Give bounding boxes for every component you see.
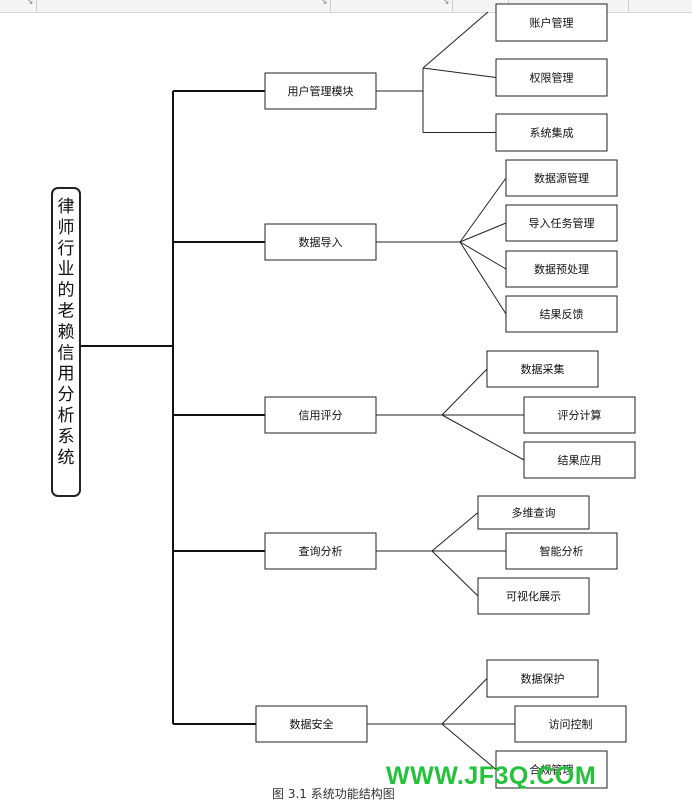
leaf-node: 访问控制 xyxy=(514,705,627,743)
leaf-box xyxy=(486,350,599,388)
leaf-node: 数据源管理 xyxy=(505,159,618,197)
leaf-node: 导入任务管理 xyxy=(505,204,618,242)
fan-line xyxy=(422,11,489,69)
leaf-box xyxy=(523,396,636,434)
leaf-label: 数据保护 xyxy=(521,672,565,686)
leaf-box xyxy=(514,705,627,743)
leaf-node: 合规管理 xyxy=(495,750,608,789)
leaf-box xyxy=(495,58,608,97)
branch-node: 数据安全 xyxy=(255,705,368,743)
leaf-label: 数据采集 xyxy=(521,362,565,376)
leaf-box xyxy=(477,577,590,615)
leaf-box xyxy=(495,113,608,152)
leaf-box xyxy=(495,750,608,789)
ruler-divider xyxy=(330,0,331,12)
fan-line xyxy=(441,414,525,461)
leaf-box xyxy=(505,532,618,570)
leaf-box xyxy=(486,659,599,698)
ruler-divider xyxy=(628,0,629,12)
fan-line xyxy=(431,550,479,597)
branch-label: 查询分析 xyxy=(299,544,343,558)
branch-node: 用户管理模块 xyxy=(264,72,377,110)
branch-node: 数据导入 xyxy=(264,223,377,261)
leaf-label: 多维查询 xyxy=(512,506,556,520)
leaf-label: 评分计算 xyxy=(558,408,602,422)
leaf-label: 权限管理 xyxy=(530,71,574,85)
figure-caption: 图 3.1 系统功能结构图 xyxy=(272,787,395,801)
ruler-marker-icon: ↘ xyxy=(26,0,34,7)
leaf-label: 可视化展示 xyxy=(506,589,561,603)
branch-box xyxy=(255,705,368,743)
watermark: WWW.JF3Q.COM xyxy=(386,762,597,790)
leaf-node: 结果应用 xyxy=(523,441,636,479)
branch-box xyxy=(264,72,377,110)
fan-line xyxy=(441,368,488,416)
leaf-label: 系统集成 xyxy=(530,126,574,140)
branch-box xyxy=(264,532,377,570)
branch-box xyxy=(264,396,377,434)
leaf-label: 导入任务管理 xyxy=(529,216,595,230)
ruler-divider xyxy=(36,0,37,12)
leaf-label: 合规管理 xyxy=(530,763,574,777)
fan-line xyxy=(441,723,497,770)
leaf-label: 访问控制 xyxy=(549,717,593,731)
leaf-box xyxy=(505,204,618,242)
fan-line xyxy=(441,678,488,725)
root-label: 律师行业的老赖信用分析系统 xyxy=(58,197,75,468)
branch-label: 数据安全 xyxy=(290,717,334,731)
leaf-node: 可视化展示 xyxy=(477,577,590,615)
ruler-marker-icon: ↘ xyxy=(320,0,328,7)
fan-line xyxy=(459,241,507,315)
leaf-box xyxy=(523,441,636,479)
leaf-node: 账户管理 xyxy=(495,3,608,42)
branch-label: 用户管理模块 xyxy=(288,84,354,98)
leaf-node: 权限管理 xyxy=(495,58,608,97)
leaf-box xyxy=(505,295,618,333)
root-box xyxy=(51,187,81,497)
leaf-node: 结果反馈 xyxy=(505,295,618,333)
branch-box xyxy=(264,223,377,261)
fan-line xyxy=(422,67,497,78)
leaf-node: 评分计算 xyxy=(523,396,636,434)
leaf-label: 账户管理 xyxy=(530,16,574,30)
leaf-label: 结果反馈 xyxy=(540,308,584,321)
branch-node: 查询分析 xyxy=(264,532,377,570)
branch-label: 数据导入 xyxy=(299,235,343,249)
branch-label: 信用评分 xyxy=(299,409,343,422)
leaf-label: 结果应用 xyxy=(558,453,602,467)
leaf-node: 多维查询 xyxy=(477,495,590,530)
branch-node: 信用评分 xyxy=(264,396,377,434)
leaf-box xyxy=(505,159,618,197)
leaf-box xyxy=(495,3,608,42)
leaf-node: 数据采集 xyxy=(486,350,599,388)
leaf-node: 数据预处理 xyxy=(505,250,618,288)
ruler-marker-icon: ↘ xyxy=(442,0,450,7)
leaf-box xyxy=(505,250,618,288)
ruler-divider xyxy=(452,0,453,12)
leaf-node: 数据保护 xyxy=(486,659,599,698)
leaf-label: 数据预处理 xyxy=(534,262,589,276)
leaf-box xyxy=(477,495,590,530)
leaf-label: 数据源管理 xyxy=(534,171,589,185)
root-node: 律师行业的老赖信用分析系统 xyxy=(51,187,81,497)
leaf-node: 系统集成 xyxy=(495,113,608,152)
fan-line xyxy=(459,222,507,243)
fan-line xyxy=(459,241,507,270)
leaf-label: 智能分析 xyxy=(540,544,584,558)
fan-line xyxy=(431,512,479,552)
leaf-node: 智能分析 xyxy=(505,532,618,570)
fan-line xyxy=(459,177,507,243)
